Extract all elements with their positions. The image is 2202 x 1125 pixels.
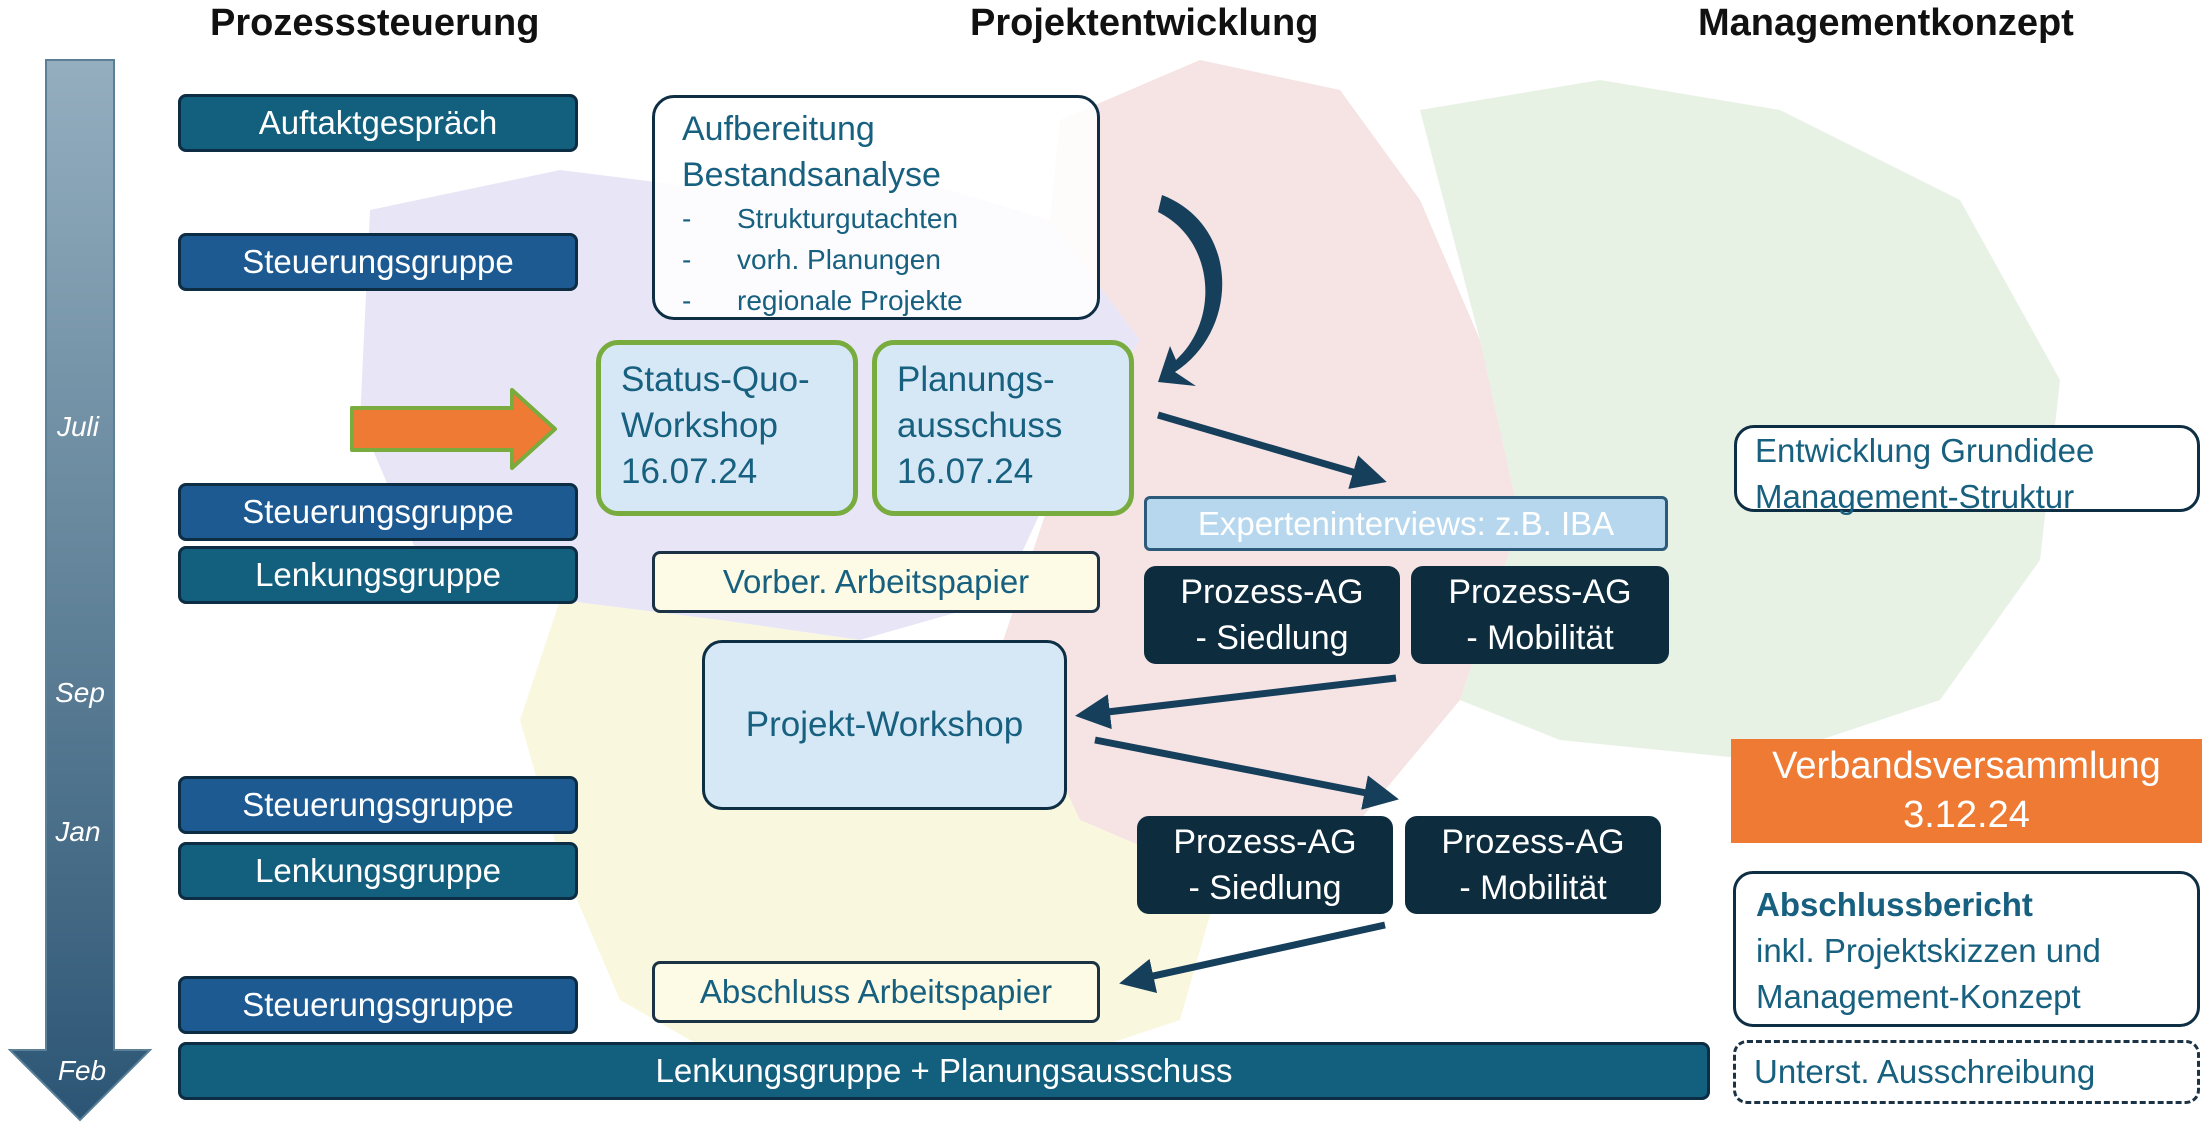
month-juli: Juli — [56, 411, 99, 442]
grundidee-line-1: Entwicklung Grundidee — [1755, 432, 2095, 469]
box-planungsausschuss: Planungs- ausschuss 16.07.24 — [872, 340, 1134, 516]
prozess-ag-line-2: - Siedlung — [1188, 869, 1342, 907]
list-item: - Strukturgutachten — [682, 198, 963, 239]
bullet: - — [682, 244, 692, 275]
prozess-ag-line-1: Prozess-AG — [1180, 573, 1364, 611]
abschlussbericht-line-2: Management-Konzept — [1756, 978, 2081, 1015]
arrow-to-experteninterviews — [1157, 411, 1387, 489]
month-feb: Feb — [57, 1055, 107, 1086]
box-auftaktgespraech: Auftaktgespräch — [178, 94, 578, 152]
box-abschlussbericht: Abschlussbericht inkl. Projektskizzen un… — [1733, 871, 2200, 1027]
box-steuerungsgruppe-1: Steuerungsgruppe — [178, 233, 578, 291]
box-projekt-workshop: Projekt-Workshop — [702, 640, 1067, 810]
box-prozess-ag-mobilitaet-2: Prozess-AG - Mobilität — [1405, 816, 1661, 914]
bar-lenkungsgruppe-planungsausschuss: Lenkungsgruppe + Planungsausschuss — [178, 1042, 1710, 1100]
map-region-red — [1000, 60, 1520, 880]
box-steuerungsgruppe-3: Steuerungsgruppe — [178, 776, 578, 834]
list-item-label: regionale Projekte — [737, 285, 963, 316]
box-prozess-ag-siedlung-1: Prozess-AG - Siedlung — [1144, 566, 1400, 664]
box-prozess-ag-siedlung-2: Prozess-AG - Siedlung — [1137, 816, 1393, 914]
box-vorber-arbeitspapier: Vorber. Arbeitspapier — [652, 551, 1100, 613]
arrow-to-prozess-ag-2 — [1094, 736, 1399, 810]
box-unterst-ausschreibung: Unterst. Ausschreibung — [1733, 1040, 2200, 1104]
verbandsversammlung-date: 3.12.24 — [1903, 794, 2030, 836]
status-quo-line-1: Status-Quo- — [621, 360, 810, 399]
planungsausschuss-line-2: ausschuss — [897, 406, 1063, 445]
arrow-to-projekt-workshop — [1075, 674, 1397, 730]
planungsausschuss-line-3: 16.07.24 — [897, 452, 1034, 491]
header-managementkonzept: Managementkonzept — [1698, 2, 2074, 44]
prozess-ag-line-1: Prozess-AG — [1448, 573, 1632, 611]
box-verbandsversammlung: Verbandsversammlung 3.12.24 — [1731, 739, 2202, 843]
bullet: - — [682, 285, 692, 316]
prozess-ag-line-1: Prozess-AG — [1441, 823, 1625, 861]
curved-arrow — [1158, 195, 1223, 386]
box-prozess-ag-mobilitaet-1: Prozess-AG - Mobilität — [1411, 566, 1669, 664]
status-quo-line-2: Workshop — [621, 406, 778, 445]
prozess-ag-line-2: - Mobilität — [1466, 619, 1614, 657]
header-prozesssteuerung: Prozesssteuerung — [210, 2, 540, 44]
list-item-label: vorh. Planungen — [737, 244, 941, 275]
abschlussbericht-title: Abschlussbericht — [1756, 886, 2033, 923]
grundidee-line-2: Management-Struktur — [1755, 478, 2075, 515]
header-projektentwicklung: Projektentwicklung — [970, 2, 1319, 44]
box-steuerungsgruppe-2: Steuerungsgruppe — [178, 483, 578, 541]
prozess-ag-line-2: - Siedlung — [1195, 619, 1349, 657]
box-entwicklung-grundidee: Entwicklung Grundidee Management-Struktu… — [1734, 425, 2200, 515]
box-lenkungsgruppe-1: Lenkungsgruppe — [178, 546, 578, 604]
bullet: - — [682, 203, 692, 234]
aufbereitung-list: - Strukturgutachten - vorh. Planungen - reg… — [682, 198, 963, 321]
prozess-ag-line-2: - Mobilität — [1459, 869, 1607, 907]
box-experteninterviews: Experteninterviews: z.B. IBA — [1144, 496, 1668, 551]
box-steuerungsgruppe-4: Steuerungsgruppe — [178, 976, 578, 1034]
aufbereitung-title: Aufbereitung Bestandsanalyse — [682, 106, 941, 198]
status-quo-line-3: 16.07.24 — [621, 452, 758, 491]
box-abschluss-arbeitspapier: Abschluss Arbeitspapier — [652, 961, 1100, 1023]
list-item: - vorh. Planungen — [682, 239, 963, 280]
box-status-quo-workshop: Status-Quo- Workshop 16.07.24 — [596, 340, 858, 516]
month-sep: Sep — [55, 677, 105, 708]
abschlussbericht-line-1: inkl. Projektskizzen und — [1756, 932, 2101, 969]
prozess-ag-line-1: Prozess-AG — [1173, 823, 1357, 861]
orange-pointer-arrow — [350, 388, 557, 470]
arrow-to-abschluss-arbeitspapier — [1119, 921, 1386, 994]
map-region-yellow — [520, 600, 1220, 1080]
aufbereitung-title-line-1: Aufbereitung — [682, 110, 875, 148]
aufbereitung-title-line-2: Bestandsanalyse — [682, 156, 941, 194]
planungsausschuss-line-1: Planungs- — [897, 360, 1055, 399]
list-item-label: Strukturgutachten — [737, 203, 959, 234]
list-item: - regionale Projekte — [682, 280, 963, 321]
box-lenkungsgruppe-2: Lenkungsgruppe — [178, 842, 578, 900]
timeline-arrow — [7, 59, 153, 1122]
verbandsversammlung-title: Verbandsversammlung — [1772, 745, 2161, 787]
month-jan: Jan — [55, 816, 101, 847]
box-aufbereitung-bestandsanalyse: Aufbereitung Bestandsanalyse - Strukturgu… — [652, 95, 1100, 320]
